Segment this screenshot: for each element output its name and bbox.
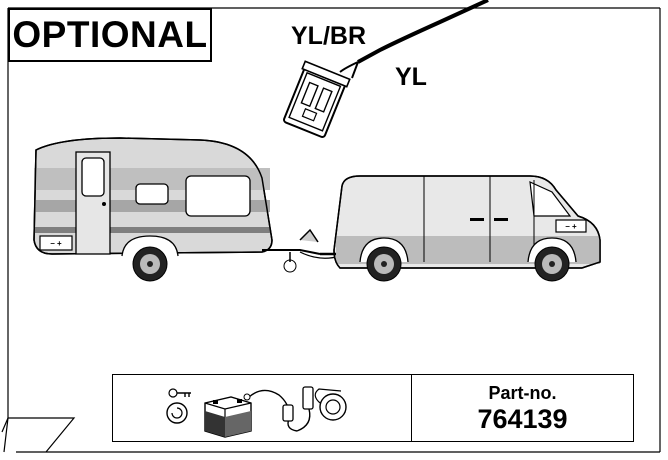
wire-bundle <box>339 0 489 79</box>
cable-icon <box>243 386 314 432</box>
wire-label-yellow-brown: YL/BR <box>291 22 366 50</box>
plug-connector <box>283 60 351 138</box>
ignition-icon <box>166 402 188 424</box>
optional-badge: OPTIONAL <box>8 8 212 62</box>
caravan: – + <box>33 137 341 282</box>
wire-label-yellow: YL <box>395 63 427 91</box>
van: – + <box>320 175 601 282</box>
info-table: Part-no. 764139 <box>112 374 634 442</box>
icon-cell <box>113 375 412 441</box>
battery-icon <box>204 396 252 438</box>
optional-label: OPTIONAL <box>12 14 208 55</box>
socket-icon <box>314 388 347 421</box>
caravan-socket-sign: – + <box>50 239 62 248</box>
part-cell: Part-no. 764139 <box>412 375 633 441</box>
part-number-label: Part-no. <box>488 382 557 403</box>
part-number-value: 764139 <box>477 403 568 434</box>
icon-strip <box>166 386 347 438</box>
van-socket-sign: – + <box>565 222 577 231</box>
key-icon <box>168 388 191 398</box>
